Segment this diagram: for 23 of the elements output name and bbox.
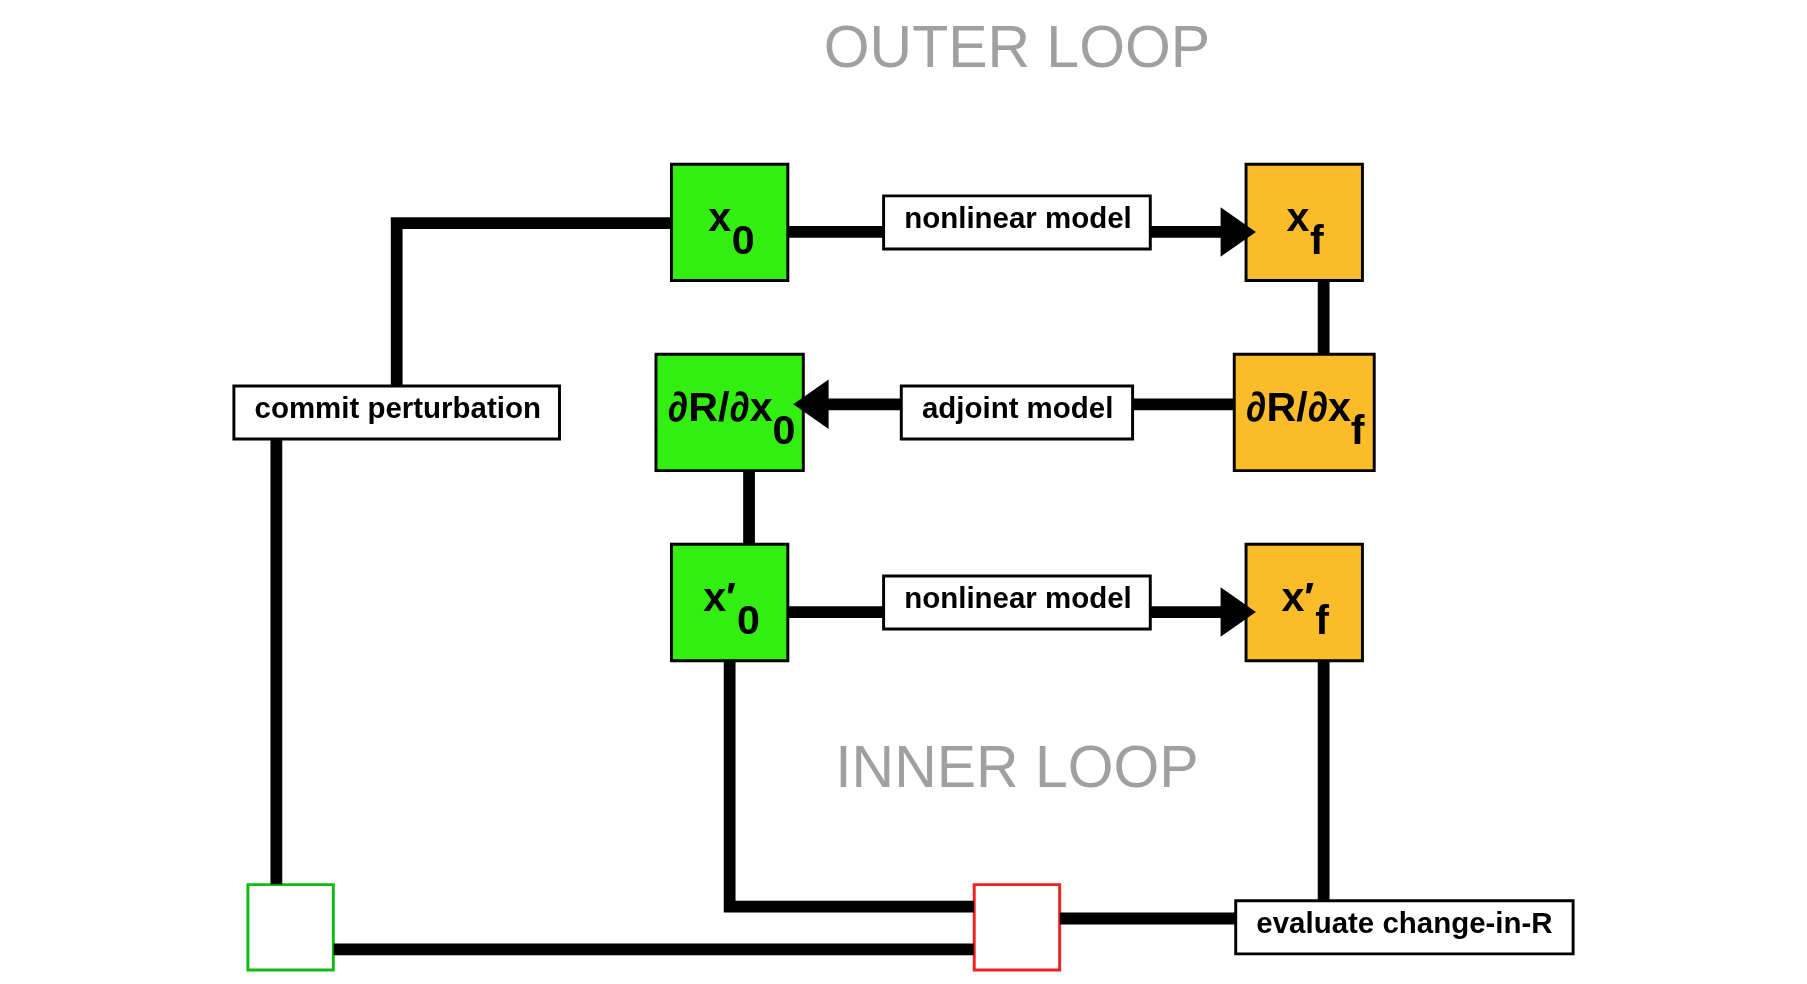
arrow bbox=[1150, 207, 1256, 257]
node-box: evaluate change-in-R bbox=[1234, 899, 1575, 956]
node-box bbox=[972, 883, 1062, 972]
connector bbox=[723, 661, 974, 913]
connector bbox=[1132, 398, 1234, 411]
connector bbox=[788, 226, 884, 238]
connector bbox=[390, 217, 672, 386]
connector bbox=[788, 606, 884, 618]
node-box: nonlinear model bbox=[882, 574, 1152, 631]
node-box: nonlinear model bbox=[882, 194, 1152, 251]
label: OUTER LOOP bbox=[823, 13, 1211, 79]
node-box: adjoint model bbox=[899, 384, 1135, 441]
node-box: commit perturbation bbox=[232, 384, 561, 441]
connector bbox=[1317, 660, 1330, 901]
connector bbox=[1059, 912, 1236, 925]
connector bbox=[1317, 280, 1330, 354]
connector bbox=[743, 471, 755, 544]
label: INNER LOOP bbox=[835, 734, 1199, 800]
arrow bbox=[793, 379, 901, 430]
arrow bbox=[1150, 587, 1256, 637]
connector bbox=[333, 943, 974, 956]
node-box bbox=[246, 883, 335, 972]
connector bbox=[270, 439, 283, 885]
